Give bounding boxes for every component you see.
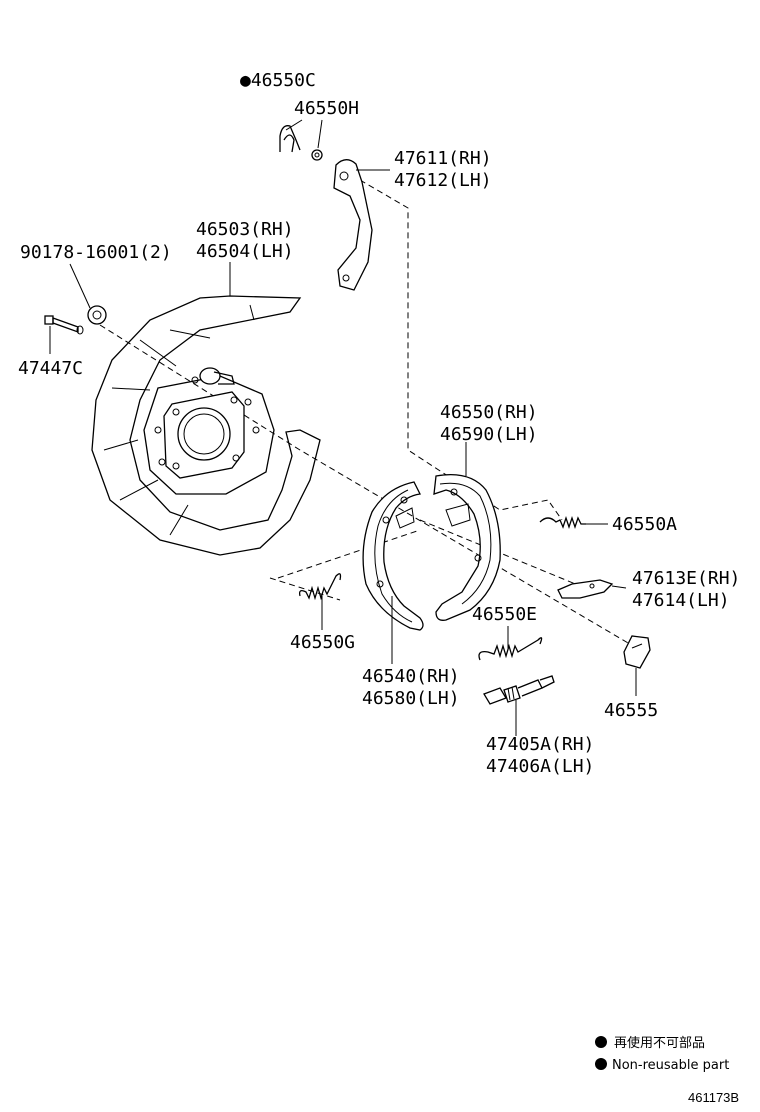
spring-46550A — [539, 515, 586, 530]
label-47613E: 47613E(RH) — [632, 568, 740, 589]
clip-46555 — [623, 635, 651, 669]
adjuster-47405A — [483, 675, 555, 705]
label-46550C: ●46550C — [240, 70, 316, 91]
label-46550: 46550(RH) — [440, 402, 538, 423]
strut-47613E — [557, 579, 614, 599]
bolt-47447C — [44, 315, 84, 335]
backing-plate-46503 — [91, 295, 321, 556]
non-reusable-bullet-icon — [595, 1036, 607, 1048]
non-reusable-bullet-icon — [595, 1058, 607, 1070]
spring-46550E — [478, 637, 543, 661]
label-46550E: 46550E — [472, 604, 537, 625]
label-46504: 46504(LH) — [196, 241, 294, 262]
label-46503: 46503(RH) — [196, 219, 294, 240]
label-46550H: 46550H — [294, 98, 359, 119]
label-46550A: 46550A — [612, 514, 677, 535]
nut-90178 — [87, 305, 107, 325]
brake-shoe-46550 — [433, 473, 501, 621]
diagram-id: 461173B — [688, 1090, 739, 1105]
label-46540: 46540(RH) — [362, 666, 460, 687]
washer-46550H — [311, 149, 323, 161]
label-90178: 90178-16001(2) — [20, 242, 172, 263]
part-labels: ●46550C 46550H 47611(RH) 47612(LH) 46503… — [18, 70, 740, 777]
legend-non-reusable-jp: 再使用不可部品 — [614, 1035, 705, 1051]
label-47447C: 47447C — [18, 358, 83, 379]
brake-shoe-46540 — [362, 481, 424, 631]
spring-46550G — [298, 573, 342, 601]
legend: 再使用不可部品 Non-reusable part — [595, 1035, 729, 1073]
legend-non-reusable-en: Non-reusable part — [612, 1058, 729, 1073]
clip-46550C — [279, 125, 301, 153]
leader-lines — [49, 119, 637, 736]
label-46550G: 46550G — [290, 632, 355, 653]
label-46590: 46590(LH) — [440, 424, 538, 445]
label-46580: 46580(LH) — [362, 688, 460, 709]
label-47614: 47614(LH) — [632, 590, 730, 611]
label-47612: 47612(LH) — [394, 170, 492, 191]
label-46555: 46555 — [604, 700, 658, 721]
parking-brake-lever-47611 — [333, 159, 373, 291]
label-47611: 47611(RH) — [394, 148, 492, 169]
label-47406A: 47406A(LH) — [486, 756, 594, 777]
label-47405A: 47405A(RH) — [486, 734, 594, 755]
